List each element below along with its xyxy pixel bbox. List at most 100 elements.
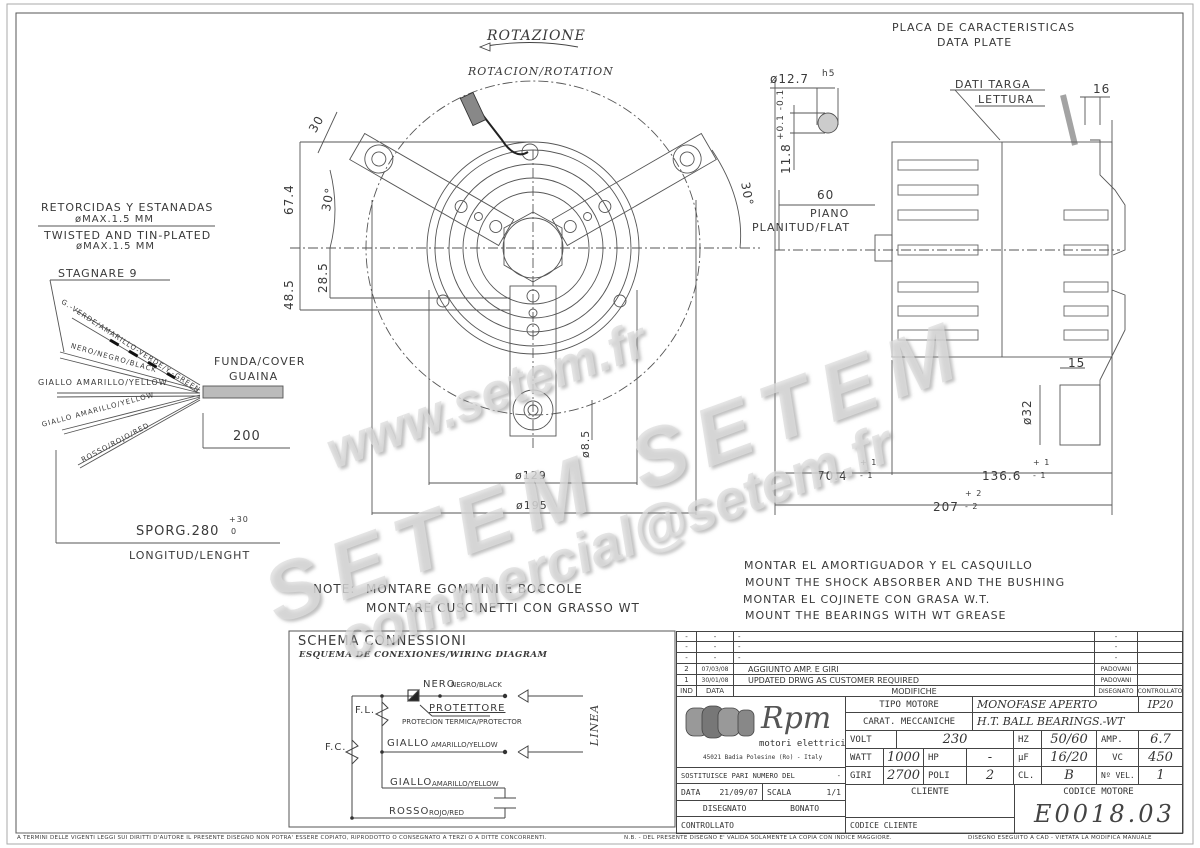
footer-copyright: A TERMINI DELLE VIGENTI LEGGI SUI DIRITT… (17, 835, 547, 841)
spec-giri: 2700 (883, 766, 924, 785)
shaft-tol: h5 (822, 69, 836, 79)
shaft-dia: ø12.7 (770, 72, 810, 86)
company-tagline: motori elettrici (759, 739, 846, 749)
codice-cliente-label: CODICE CLIENTE (845, 817, 1015, 834)
wire-rosso-sub: ROJO/RED (429, 809, 464, 817)
dim-60: 60 (817, 188, 835, 202)
wire-label-yellow-1: GIALLO AMARILLO/YELLOW (38, 378, 168, 387)
date-value: 21/09/07 (719, 787, 758, 797)
codice-motore-value: E0018.03 (1034, 800, 1175, 828)
checked-label: CONTROLLATO (676, 816, 846, 834)
spec-poli-label: POLI (923, 766, 967, 785)
flat-tol: +0.1 -0.1 (776, 88, 786, 140)
dim-48-5: 48.5 (282, 279, 296, 310)
spec-poli: 2 (966, 766, 1014, 785)
data-plate-title: PLACA DE CARACTERISTICAS (892, 21, 1076, 34)
spec-carat-value: H.T. BALL BEARINGS.-WT (972, 712, 1183, 731)
wire-giallo-1-sub: AMARILLO/YELLOW (431, 741, 498, 749)
drawn-label: DISEGNATO (702, 804, 747, 813)
cover-label: FUNDA/COVER (214, 355, 306, 368)
sostituisce-row: SOSTITUISCE PARI NUMERO DEL - (676, 767, 846, 784)
sostituisce-label: SOSTITUISCE PARI NUMERO DEL (681, 771, 795, 780)
company-logo-text: Rpm (761, 701, 832, 736)
leads-note-es-dia: øMAX.1.5 MM (75, 214, 154, 225)
sostituisce-value: - (836, 771, 841, 780)
dim-dia-195: ø195 (516, 499, 548, 512)
dim-15: 15 (1068, 356, 1086, 370)
planitud-label: PLANITUD/FLAT (752, 221, 851, 234)
drawn-row: DISEGNATO BONATO (676, 800, 846, 817)
piano-label: PIANO (810, 207, 850, 220)
spec-uf-label: µF (1013, 748, 1042, 767)
footer-cad: DISEGNO ESEGUITO A CAD - VIETATA LA MODI… (968, 835, 1152, 841)
date-row: DATA 21/09/07 (676, 783, 763, 801)
company-address: 45021 Badia Polesine (Ro) - Italy (703, 754, 823, 761)
dim-28-5: 28.5 (316, 262, 330, 293)
flat-dim: 11.8 (779, 143, 793, 174)
dim-207-tol-plus: + 2 (965, 489, 983, 498)
wiring-title: SCHEMA CONNESSIONI (298, 634, 467, 649)
dim-sporg-tol-minus: 0 (231, 527, 238, 536)
note-label: NOTE: (313, 582, 356, 596)
note-es-line2: MONTAR EL COJINETE CON GRASA W.T. (743, 593, 991, 606)
dim-70-4: 70.4 (817, 469, 848, 483)
wiring-schematic (288, 630, 676, 828)
codice-motore-label: CODICE MOTORE (1014, 784, 1183, 834)
spec-uf: 16/20 (1041, 748, 1097, 767)
dim-207: 207 (933, 500, 959, 514)
dim-207-tol-minus: - 2 (965, 502, 979, 511)
spec-vel: 1 (1138, 766, 1183, 785)
wire-giallo-1: GIALLO (387, 738, 430, 749)
dim-sporg-tol-plus: +30 (229, 515, 249, 524)
leads-note-en: TWISTED AND TIN-PLATED (44, 229, 212, 242)
dim-dia-32: ø32 (1020, 399, 1034, 425)
dim-136-6: 136.6 (982, 469, 1022, 483)
wire-giallo-2: GIALLO (390, 777, 433, 788)
leads-note-en-dia: øMAX.1.5 MM (76, 241, 155, 252)
spec-volt: 230 (896, 730, 1014, 749)
wire-nero-sub: NEGRO/BLACK (451, 681, 502, 689)
data-plate-subtitle: DATA PLATE (937, 36, 1013, 49)
spec-cl: B (1041, 766, 1097, 785)
note-es-line1: MONTAR EL AMORTIGUADOR Y EL CASQUILLO (744, 559, 1033, 572)
rpm-logo (685, 705, 755, 739)
scale-label: SCALA (767, 787, 792, 797)
spec-vc: 450 (1138, 748, 1183, 767)
lead-wires (38, 225, 290, 544)
scale-value: 1/1 (826, 787, 841, 797)
side-view (770, 80, 1126, 515)
dim-dia-8-5: ø8.5 (579, 429, 592, 458)
note-en-line2: MOUNT THE BEARINGS WITH WT GREASE (745, 609, 1007, 622)
note-en-line1: MOUNT THE SHOCK ABSORBER AND THE BUSHING (745, 576, 1066, 589)
date-label: DATA (681, 787, 701, 797)
dati-targa-label: DATI TARGA (955, 78, 1031, 91)
spec-hp: - (966, 748, 1014, 767)
spec-carat-label: CARAT. MECCANICHE (845, 712, 973, 731)
spec-cl-label: CL. (1013, 766, 1042, 785)
spec-amp-label: AMP. (1096, 730, 1139, 749)
lettura-label: LETTURA (978, 93, 1035, 106)
spec-ip: IP20 (1138, 696, 1183, 713)
spec-volt-label: VOLT (845, 730, 897, 749)
spec-vc-label: VC (1096, 748, 1139, 767)
company-block: Rpm motori elettrici 45021 Badia Polesin… (676, 696, 846, 768)
dim-70-4-tol-plus: + 1 (860, 458, 878, 467)
spec-hz-label: HZ (1013, 730, 1042, 749)
spec-hz: 50/60 (1041, 730, 1097, 749)
stagnare-label: STAGNARE 9 (58, 267, 138, 280)
spec-watt-label: WATT (845, 748, 884, 767)
guaina-label: GUAINA (229, 370, 279, 383)
spec-tipo-label: TIPO MOTORE (845, 696, 973, 713)
dim-sporg: SPORG.280 (136, 524, 220, 539)
spec-vel-label: Nº VEL. (1096, 766, 1139, 785)
protettore-sub: PROTECION TERMICA/PROTECTOR (402, 718, 522, 726)
dim-67-4: 67.4 (282, 184, 296, 215)
spec-giri-label: GIRI (845, 766, 884, 785)
length-label: LONGITUD/LENGHT (129, 549, 251, 562)
footer-nb: N.B. - DEL PRESENTE DISEGNO E' VALIDA SO… (624, 835, 892, 841)
spec-watt: 1000 (883, 748, 924, 767)
dim-dia-129: ø129 (515, 469, 547, 482)
protettore-label: PROTETTORE (429, 703, 506, 714)
rotation-subtitle: ROTACION/ROTATION (468, 65, 614, 78)
